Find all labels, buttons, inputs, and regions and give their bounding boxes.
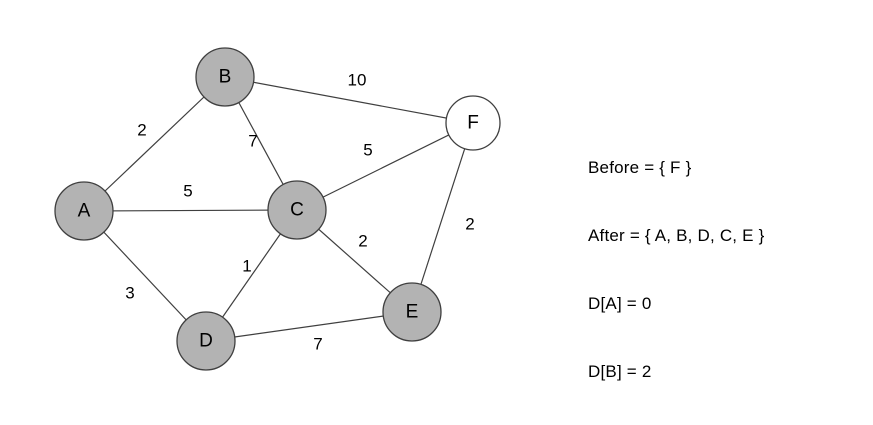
edge-D-E bbox=[205, 311, 413, 342]
before-set-line: Before = { F } bbox=[588, 158, 692, 178]
edge-C-F bbox=[296, 122, 474, 211]
edge-weight-label-D-E: 7 bbox=[313, 335, 322, 354]
node-F bbox=[445, 95, 501, 151]
edge-E-F bbox=[411, 122, 474, 313]
state-panel: Before = { F } After = { A, B, D, C, E }… bbox=[588, 112, 765, 425]
node-label-A: A bbox=[78, 201, 91, 222]
edge-weight-label-E-F: 2 bbox=[465, 215, 474, 234]
node-B bbox=[195, 47, 255, 107]
edge-B-F bbox=[224, 76, 474, 124]
edge-weight-label-A-B: 2 bbox=[137, 121, 146, 140]
node-label-F: F bbox=[467, 113, 479, 134]
edge-A-C bbox=[83, 209, 298, 212]
edge-weight-label-C-F: 5 bbox=[363, 141, 372, 160]
node-label-B: B bbox=[219, 67, 232, 88]
edge-A-D bbox=[83, 210, 207, 342]
distance-line-b: D[B] = 2 bbox=[588, 361, 652, 381]
node-label-E: E bbox=[406, 302, 419, 323]
edge-weight-label-B-F: 10 bbox=[348, 71, 367, 90]
edge-weight-label-C-E: 2 bbox=[358, 232, 367, 251]
node-D bbox=[176, 311, 236, 371]
edge-weight-label-A-D: 3 bbox=[125, 284, 134, 303]
edge-weight-label-C-D: 1 bbox=[242, 257, 251, 276]
node-E bbox=[382, 282, 442, 342]
node-A bbox=[54, 181, 114, 241]
edge-weight-label-B-C: 7 bbox=[248, 132, 257, 151]
edge-weight-label-A-C: 5 bbox=[183, 182, 192, 201]
edge-A-B bbox=[83, 76, 226, 212]
after-set-line: After = { A, B, D, C, E } bbox=[588, 225, 765, 245]
node-label-C: C bbox=[290, 200, 304, 221]
node-C bbox=[267, 180, 327, 240]
distance-line-a: D[A] = 0 bbox=[588, 293, 652, 313]
node-label-D: D bbox=[199, 331, 213, 352]
